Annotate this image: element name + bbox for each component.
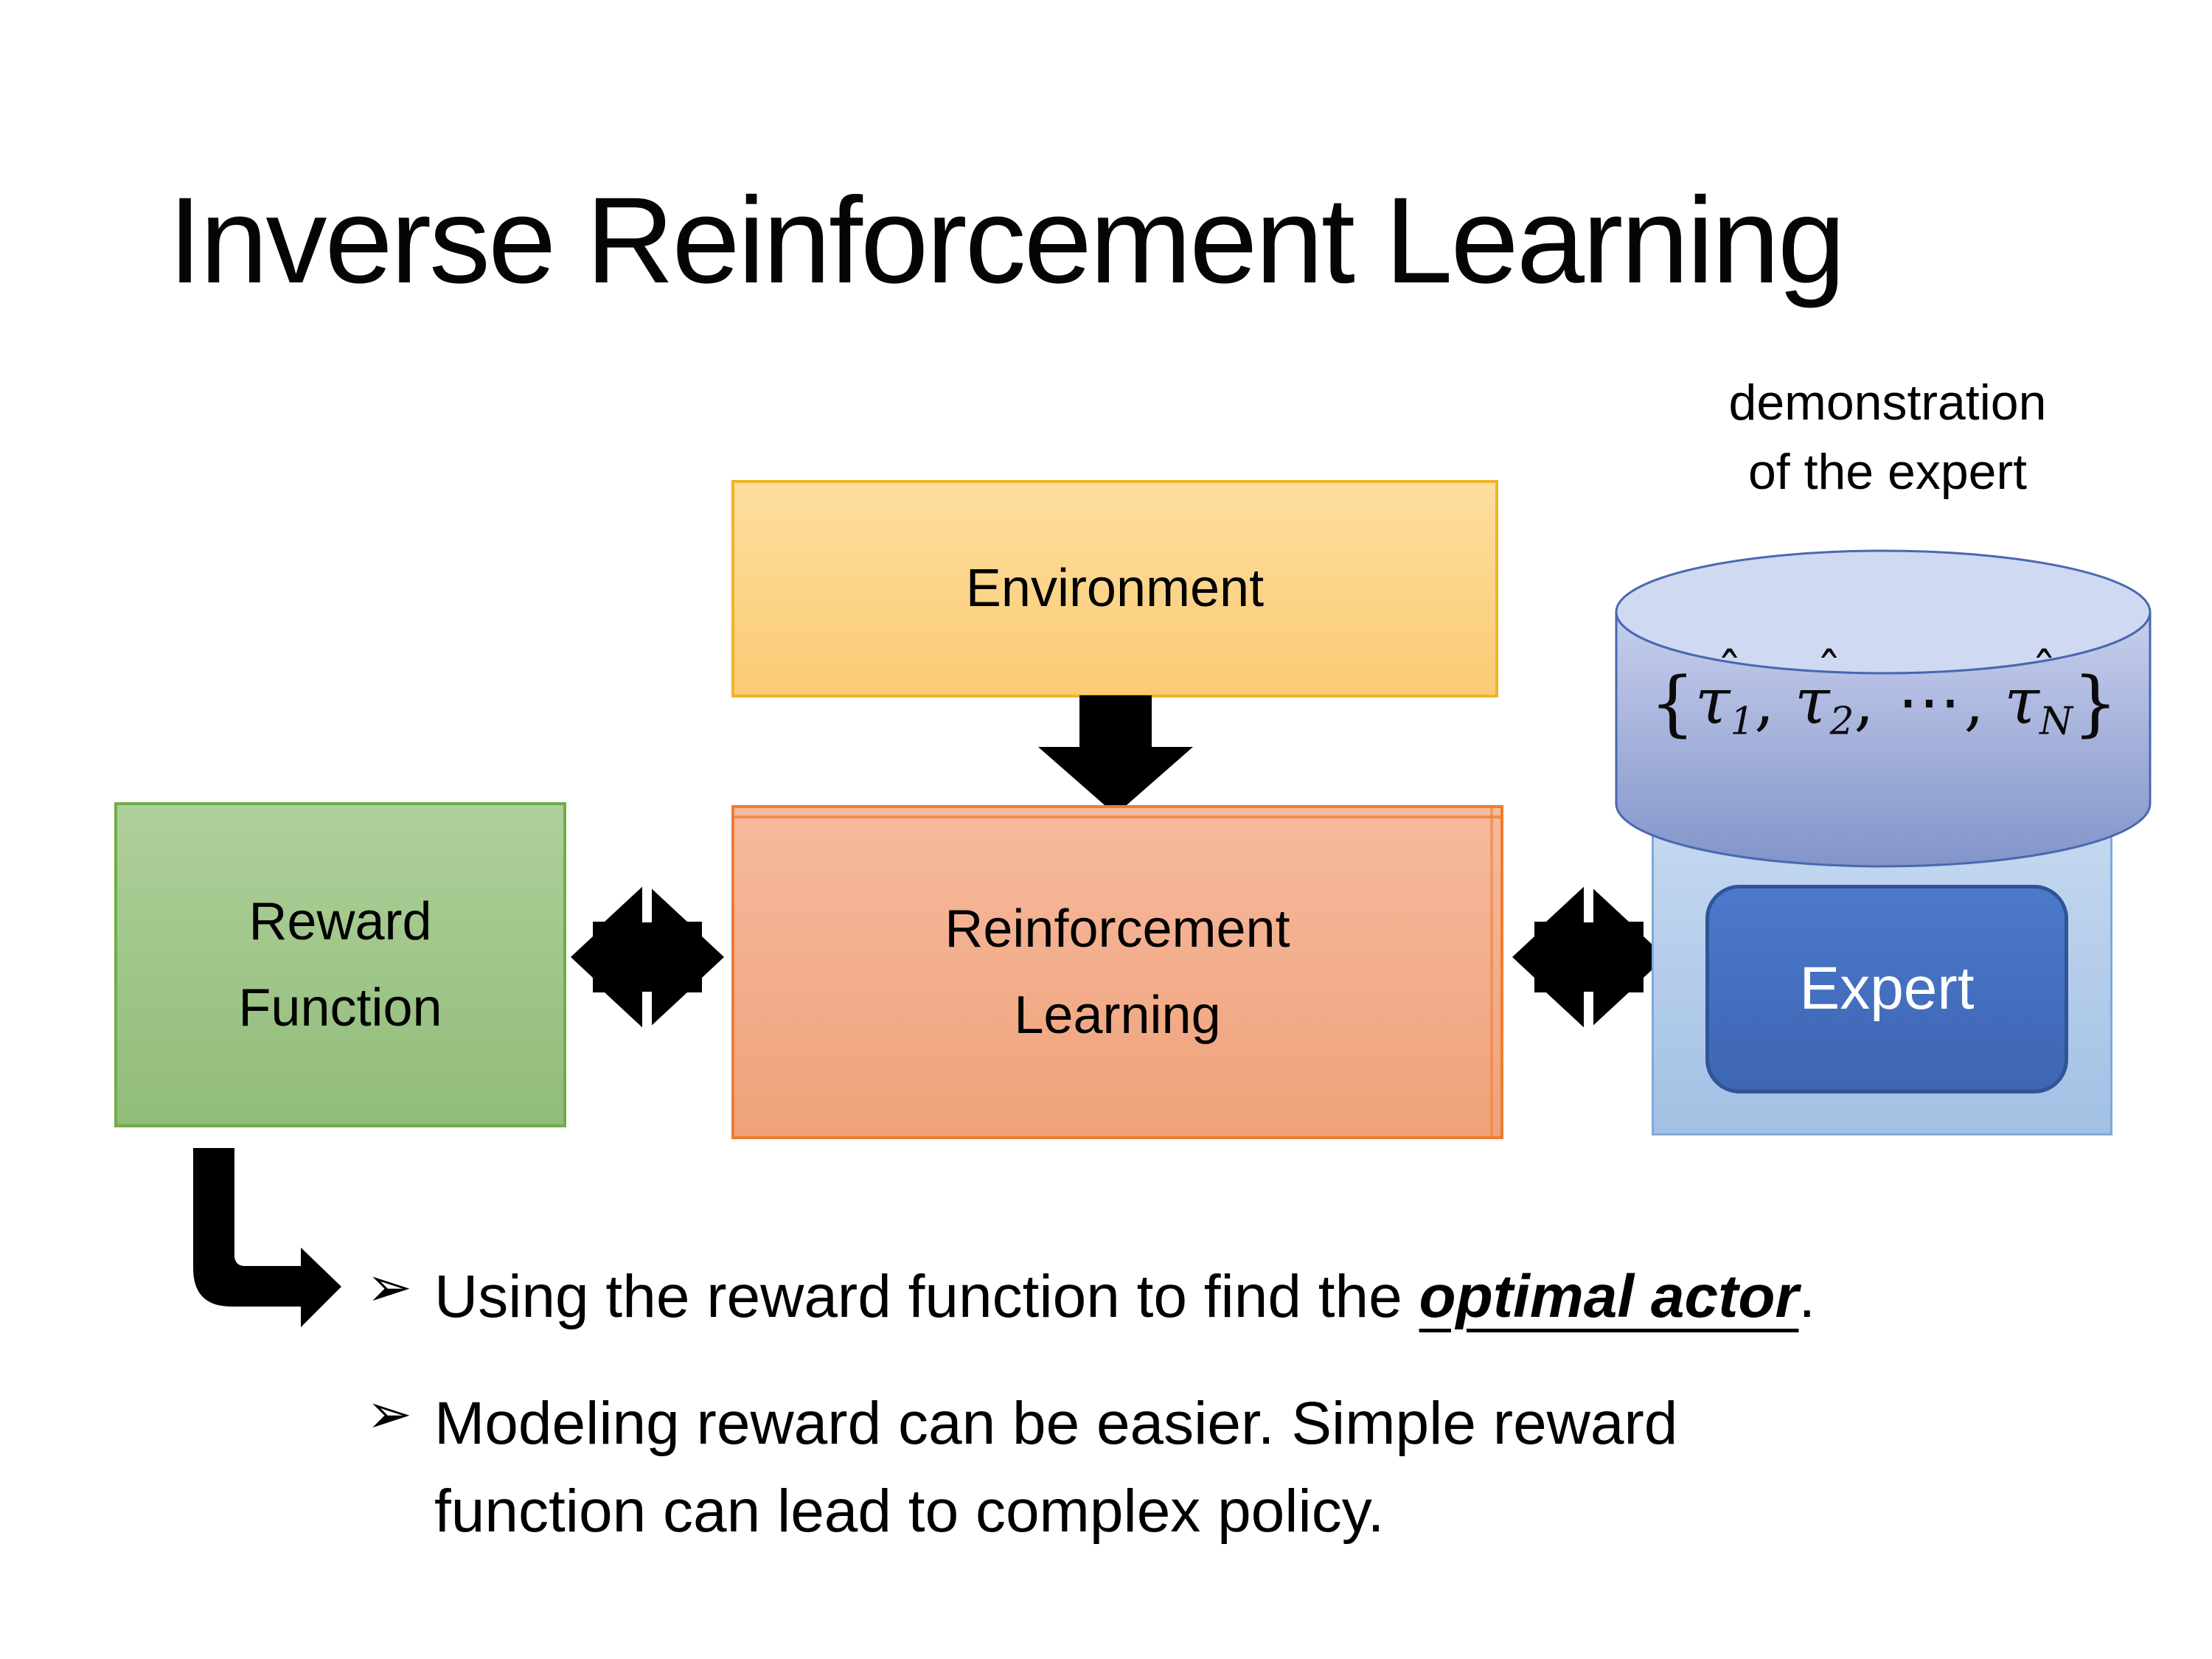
demonstration-caption-line2: of the expert: [1747, 443, 2028, 500]
expert-label: Expert: [1799, 955, 1975, 1023]
bullet-item-optimal-actor: ➢ Using the reward function to find the …: [366, 1253, 2062, 1341]
reward-function-label: Reward Function: [238, 879, 442, 1051]
bullet-text-line1: Modeling reward can be easier. Simple re…: [434, 1390, 1678, 1457]
reward-label-line2: Function: [238, 978, 442, 1037]
double-arrow-cluster-right-icon: [1512, 883, 1666, 1032]
bullet-text: Using the reward function to find the op…: [434, 1253, 1815, 1341]
environment-box: Environment: [731, 480, 1498, 698]
demonstration-database-cylinder-icon: [1615, 549, 2152, 868]
slide-title: Inverse Reinforcement Learning: [168, 173, 1846, 309]
elbow-arrow-icon: [193, 1148, 341, 1327]
reinforcement-learning-box: Reinforcement Learning: [731, 805, 1503, 1139]
double-arrow-cluster-left-icon: [571, 883, 724, 1032]
environment-label: Environment: [965, 559, 1265, 619]
bullet-text-post: .: [1798, 1263, 1816, 1330]
bullet-text-line2: function can lead to complex policy.: [434, 1477, 1385, 1545]
rl-label-line2: Learning: [1014, 985, 1221, 1045]
demonstration-caption: demonstration of the expert: [1552, 369, 2212, 507]
reward-label-line1: Reward: [248, 891, 432, 951]
bullet-arrow-icon: ➢: [366, 1383, 413, 1444]
bullet-item-modeling-reward: ➢ Modeling reward can be easier. Simple …: [366, 1380, 2062, 1556]
down-block-arrow-icon: [1038, 695, 1193, 815]
reinforcement-learning-label: Reinforcement Learning: [945, 886, 1290, 1058]
bullet-text: Modeling reward can be easier. Simple re…: [434, 1380, 1677, 1556]
bullet-arrow-icon: ➢: [366, 1256, 413, 1318]
rl-label-line1: Reinforcement: [945, 899, 1290, 959]
expert-box: Expert: [1705, 885, 2068, 1093]
demonstration-caption-line1: demonstration: [1728, 375, 2047, 431]
reward-function-box: Reward Function: [114, 802, 566, 1127]
bullet-text-emphasis: optimal actor: [1419, 1263, 1799, 1330]
bullet-text-pre: Using the reward function to find the: [434, 1263, 1419, 1330]
